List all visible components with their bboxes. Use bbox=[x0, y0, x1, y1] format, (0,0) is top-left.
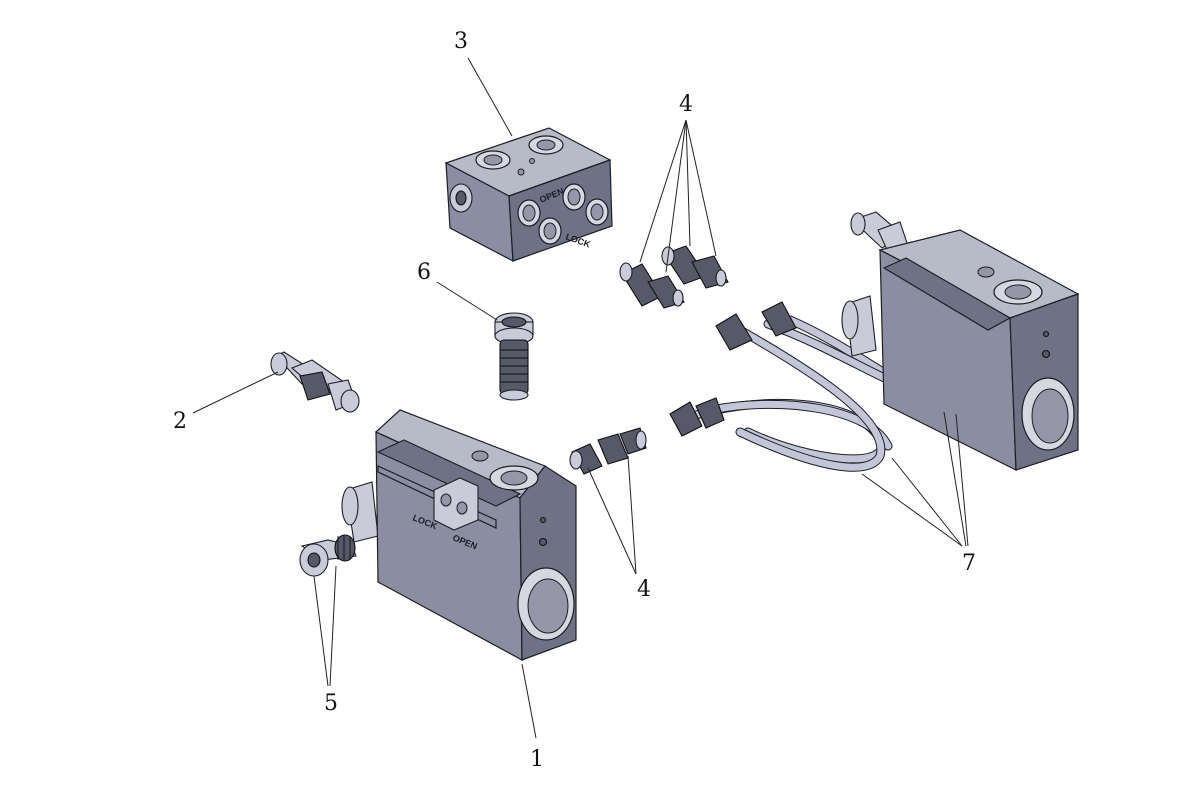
leader-3 bbox=[467, 57, 513, 137]
leader-7-a bbox=[861, 473, 963, 547]
callout-numbers: 3 4 6 2 4 7 5 1 bbox=[173, 29, 976, 772]
callout-7: 7 bbox=[962, 551, 976, 576]
main-block-assembled-right bbox=[841, 211, 1080, 471]
callout-2: 2 bbox=[173, 409, 187, 434]
leader-lines bbox=[192, 57, 969, 739]
valve-block-part-3: OPEN LOCK bbox=[444, 127, 613, 263]
callout-5: 5 bbox=[324, 691, 338, 716]
leader-2 bbox=[192, 371, 279, 414]
leader-6 bbox=[436, 281, 498, 321]
leader-4-top-a bbox=[639, 119, 687, 263]
leader-7-c bbox=[943, 411, 967, 547]
callout-3: 3 bbox=[454, 29, 468, 54]
leader-4-low-a bbox=[587, 467, 637, 575]
main-block-part-1: LOCK OPEN bbox=[341, 409, 577, 662]
leader-7-d bbox=[955, 413, 969, 547]
leader-1 bbox=[521, 663, 537, 739]
fittings-part-4-upper bbox=[619, 245, 729, 309]
leader-4-top-d bbox=[685, 119, 717, 257]
leader-5-a bbox=[313, 575, 329, 687]
leader-7-b bbox=[891, 457, 963, 547]
sensor-plug-part-2 bbox=[270, 351, 360, 413]
leader-4-top-c bbox=[685, 119, 691, 247]
leader-5-b bbox=[329, 565, 337, 687]
plug-screws-part-5 bbox=[299, 534, 357, 577]
callout-4-bottom: 4 bbox=[637, 577, 651, 602]
cartridge-part-6 bbox=[494, 312, 534, 401]
callout-6: 6 bbox=[417, 260, 431, 285]
leader-4-low-b bbox=[627, 455, 637, 575]
fittings-part-4-lower bbox=[569, 427, 647, 475]
leader-4-top-b bbox=[665, 119, 687, 273]
callout-1: 1 bbox=[530, 747, 544, 772]
callout-4-top: 4 bbox=[679, 92, 693, 117]
